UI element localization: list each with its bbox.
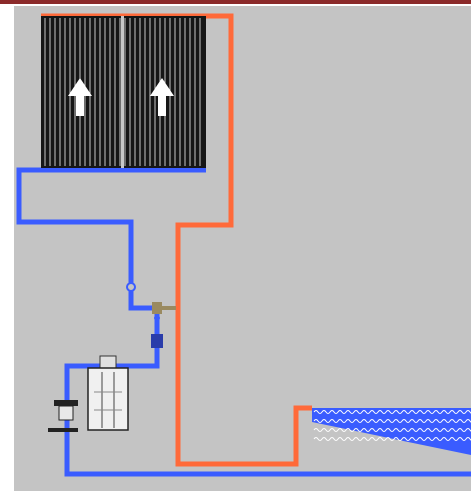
check-valve-icon [126, 282, 136, 292]
flow-up-arrow-icon [68, 78, 92, 116]
pool-wave-line [313, 428, 471, 432]
hot-water-pipe [41, 13, 312, 467]
pump-stand-icon [48, 400, 78, 432]
pool-icon [312, 408, 471, 455]
pool-wave-line [313, 419, 471, 423]
frame-top-border [0, 0, 471, 4]
flow-up-arrow-icon [150, 78, 174, 116]
filter-tank-icon [87, 355, 129, 431]
pool-waves [313, 410, 471, 441]
pool-wave-line [313, 410, 471, 414]
collector-stripes [44, 18, 201, 166]
pump-valve-icon [151, 302, 176, 348]
solar-collector-icon [41, 16, 206, 168]
collector-divider [121, 16, 124, 168]
pool-wave-line [313, 437, 471, 441]
